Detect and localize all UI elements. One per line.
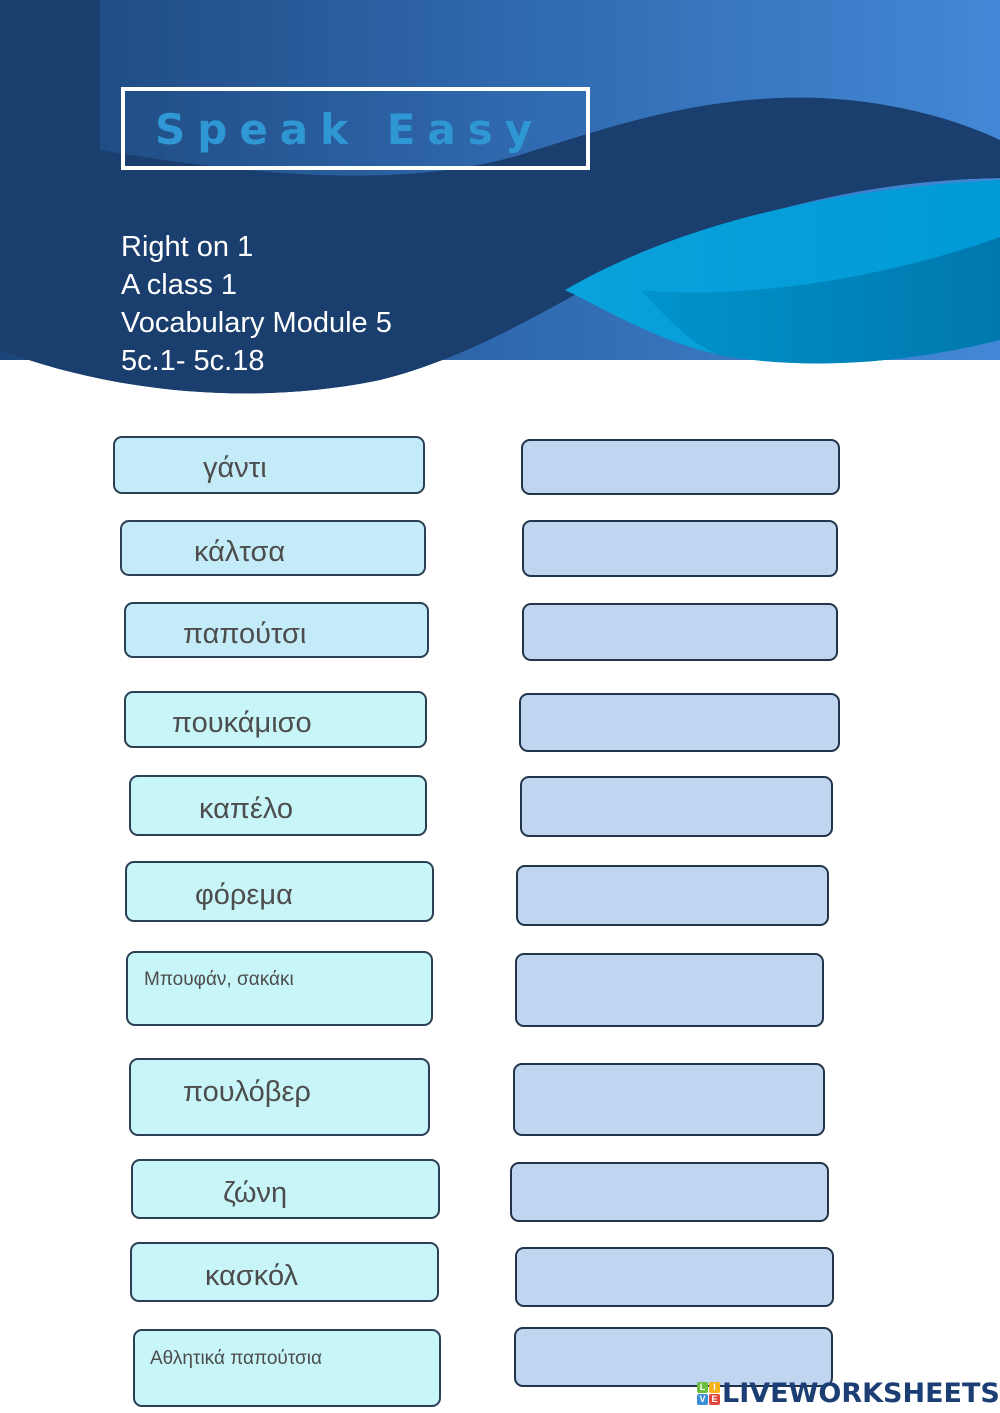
answer-input[interactable] [523,441,838,493]
word-box: πουκάμισο [124,691,427,748]
word-label: πουκάμισο [172,707,312,739]
answer-box[interactable] [515,953,824,1027]
section-range: 5c.1- 5c.18 [121,345,265,377]
word-box: φόρεμα [125,861,434,922]
logo-text: LIVEWORKSHEETS [722,1377,1000,1409]
answer-input[interactable] [515,1065,823,1134]
word-box: ζώνη [131,1159,440,1219]
class-name: A class 1 [121,269,238,301]
word-label: ζώνη [223,1177,288,1209]
answer-input[interactable] [524,522,836,575]
word-label: γάντι [203,452,267,484]
answer-input[interactable] [517,1249,832,1305]
header-banner: Speak Easy Right on 1 A class 1 Vocabula… [0,0,1000,420]
answer-input[interactable] [521,695,838,750]
word-box: κάλτσα [120,520,426,576]
worksheet-info: Right on 1 A class 1 Vocabulary Module 5… [121,228,392,380]
word-label: Μπουφάν, σακάκι [144,969,294,990]
badge-letter: L [697,1381,708,1393]
word-label: κασκόλ [205,1260,299,1292]
course-name: Right on 1 [121,231,254,263]
answer-box[interactable] [516,865,829,926]
title-frame: Speak Easy [121,87,590,170]
live-badge-icon: L I V E [697,1381,720,1405]
liveworksheets-logo: L I V E LIVEWORKSHEETS [697,1377,1000,1409]
word-label: Αθλητικά παπούτσια [150,1348,322,1369]
word-box: κασκόλ [130,1242,439,1302]
badge-letter: E [709,1393,720,1405]
word-label: πουλόβερ [183,1076,311,1108]
word-label: κάλτσα [194,536,286,568]
answer-box[interactable] [522,603,838,661]
word-box: Μπουφάν, σακάκι [126,951,433,1026]
answer-input[interactable] [512,1164,827,1220]
word-box: καπέλο [129,775,427,836]
answer-input[interactable] [522,778,831,835]
answer-box[interactable] [515,1247,834,1307]
answer-box[interactable] [522,520,838,577]
module-name: Vocabulary Module 5 [121,307,392,339]
answer-box[interactable] [514,1327,833,1387]
answer-box[interactable] [521,439,840,495]
answer-box[interactable] [520,776,833,837]
word-box: πουλόβερ [129,1058,430,1136]
answer-input[interactable] [524,605,836,659]
badge-letter: I [709,1381,720,1393]
answer-input[interactable] [516,1329,831,1385]
page-title: Speak Easy [155,105,545,154]
badge-letter: V [697,1393,708,1405]
answer-box[interactable] [510,1162,829,1222]
wave-background-graphic [0,0,1000,394]
word-box: παπούτσι [124,602,429,658]
answer-box[interactable] [513,1063,825,1136]
answer-box[interactable] [519,693,840,752]
answer-input[interactable] [517,955,822,1025]
answer-input[interactable] [518,867,827,924]
word-box: Αθλητικά παπούτσια [133,1329,441,1407]
word-label: καπέλο [199,793,294,825]
word-box: γάντι [113,436,425,494]
word-label: παπούτσι [183,618,307,650]
word-label: φόρεμα [195,879,293,911]
